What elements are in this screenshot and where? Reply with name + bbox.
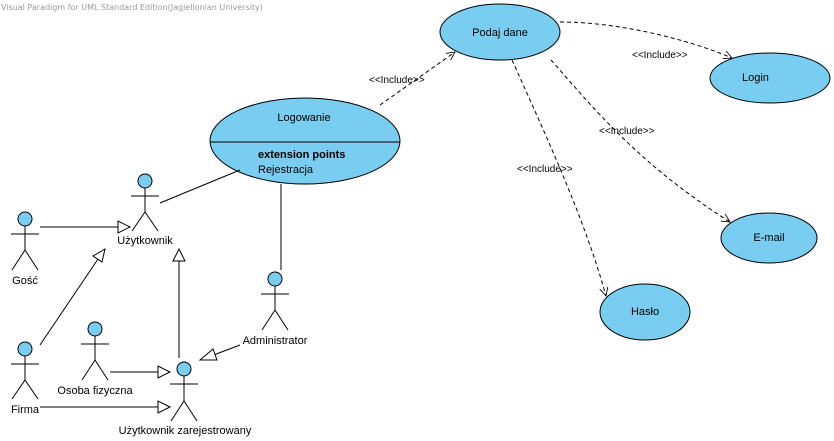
include-label: <<Include>> (599, 126, 655, 137)
actor-gosc-label: Gość (12, 275, 38, 287)
generalization-firma-uzytkownik[interactable] (39, 247, 106, 346)
actor-osoba-fizyczna-label: Osoba fizyczna (57, 385, 133, 397)
include-label: <<Include>> (632, 50, 688, 61)
include-podaj-dane-login[interactable]: <<Include>> (559, 21, 732, 61)
watermark-text: Visual Paradigm for UML Standard Edition… (1, 3, 263, 12)
use-case-logowanie-label: Logowanie (277, 112, 330, 124)
use-case-logowanie[interactable]: Logowanie extension points Rejestracja (209, 97, 401, 185)
include-label: <<Include>> (517, 164, 573, 175)
generalization-osoba-zarejestrowany[interactable] (110, 365, 172, 379)
extension-point-rejestracja: Rejestracja (258, 164, 314, 176)
actor-uzytkownik-label: Użytkownik (117, 235, 173, 247)
actor-firma-label: Firma (11, 404, 40, 416)
use-case-login[interactable]: Login (709, 52, 831, 104)
actor-uzytkownik[interactable]: Użytkownik (117, 173, 173, 247)
use-case-login-label: Login (742, 72, 769, 84)
association-uzytkownik-logowanie[interactable] (159, 169, 241, 204)
use-case-haslo-label: Hasło (631, 306, 659, 318)
use-case-email[interactable]: E-mail (720, 212, 818, 264)
actor-firma[interactable]: Firma (11, 341, 40, 416)
generalization-firma-zarejestrowany[interactable] (40, 400, 172, 414)
generalization-gosc-uzytkownik[interactable] (40, 220, 132, 234)
include-logowanie-podaj-dane[interactable]: <<Include>> (369, 52, 455, 106)
actor-gosc[interactable]: Gość (11, 211, 39, 287)
actor-administrator-label: Administrator (243, 335, 308, 347)
use-case-podaj-dane-label: Podaj dane (472, 27, 528, 39)
use-case-email-label: E-mail (753, 232, 784, 244)
include-podaj-dane-haslo[interactable]: <<Include>> (511, 59, 606, 296)
include-label: <<Include>> (369, 75, 425, 86)
include-podaj-dane-email[interactable]: <<Include>> (550, 59, 730, 222)
actor-administrator[interactable]: Administrator (243, 271, 308, 347)
actor-uzytkownik-zarejestrowany-label: Użytkownik zarejestrowany (119, 425, 252, 437)
generalization-zarejestrowany-uzytkownik[interactable] (172, 247, 186, 358)
use-case-haslo[interactable]: Hasło (599, 283, 691, 341)
actor-uzytkownik-zarejestrowany[interactable]: Użytkownik zarejestrowany (119, 361, 252, 437)
actor-osoba-fizyczna[interactable]: Osoba fizyczna (57, 321, 133, 397)
generalization-administrator-zarejestrowany[interactable] (198, 344, 241, 361)
extension-points-title: extension points (258, 149, 345, 161)
use-case-podaj-dane[interactable]: Podaj dane (439, 3, 561, 61)
